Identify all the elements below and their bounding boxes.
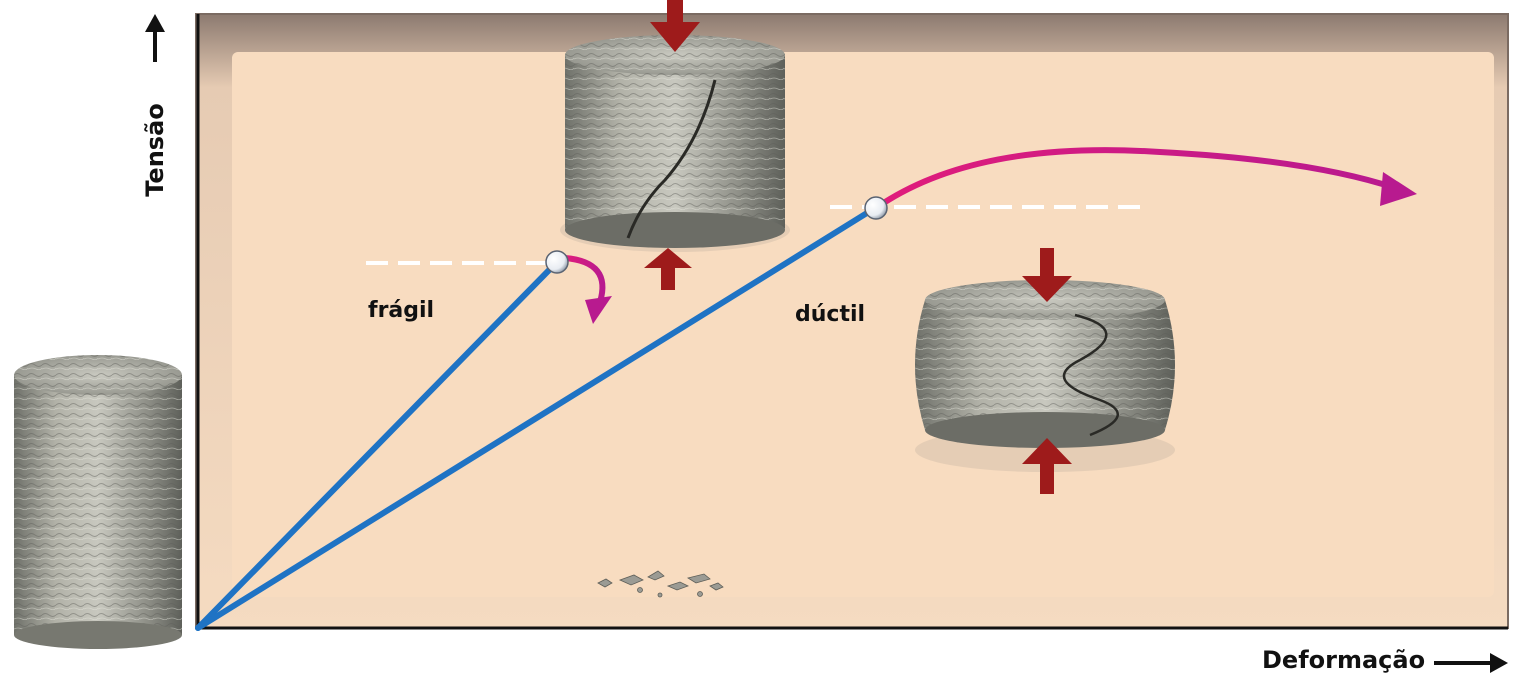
curve-fragil-failure: [562, 255, 612, 324]
curve-label-ductil: dúctil: [795, 302, 866, 327]
curve-ductil-elastic: [195, 205, 878, 631]
plot-area: [195, 13, 1509, 629]
y-axis-label: Tensão: [141, 103, 169, 197]
rock-sample-original: [14, 355, 182, 649]
compression-arrow-icon: [644, 0, 1072, 494]
rock-fragments: [597, 570, 724, 598]
curve-label-fragil: frágil: [368, 298, 435, 323]
rock-sample-fragil: [560, 35, 790, 252]
fracture-line: [626, 79, 717, 239]
curve-ductil-plastic: [879, 147, 1417, 207]
arrow-up-icon: [145, 14, 165, 62]
rock-sample-ductil: [915, 280, 1175, 472]
arrow-right-icon: [1434, 653, 1508, 673]
yield-point-ductil: [864, 196, 888, 220]
yield-point-fragil: [545, 250, 569, 274]
curve-fragil-elastic: [195, 259, 560, 631]
axes: [196, 14, 1508, 630]
shear-zone-line: [1062, 313, 1119, 437]
x-axis-label: Deformação: [1262, 646, 1426, 674]
